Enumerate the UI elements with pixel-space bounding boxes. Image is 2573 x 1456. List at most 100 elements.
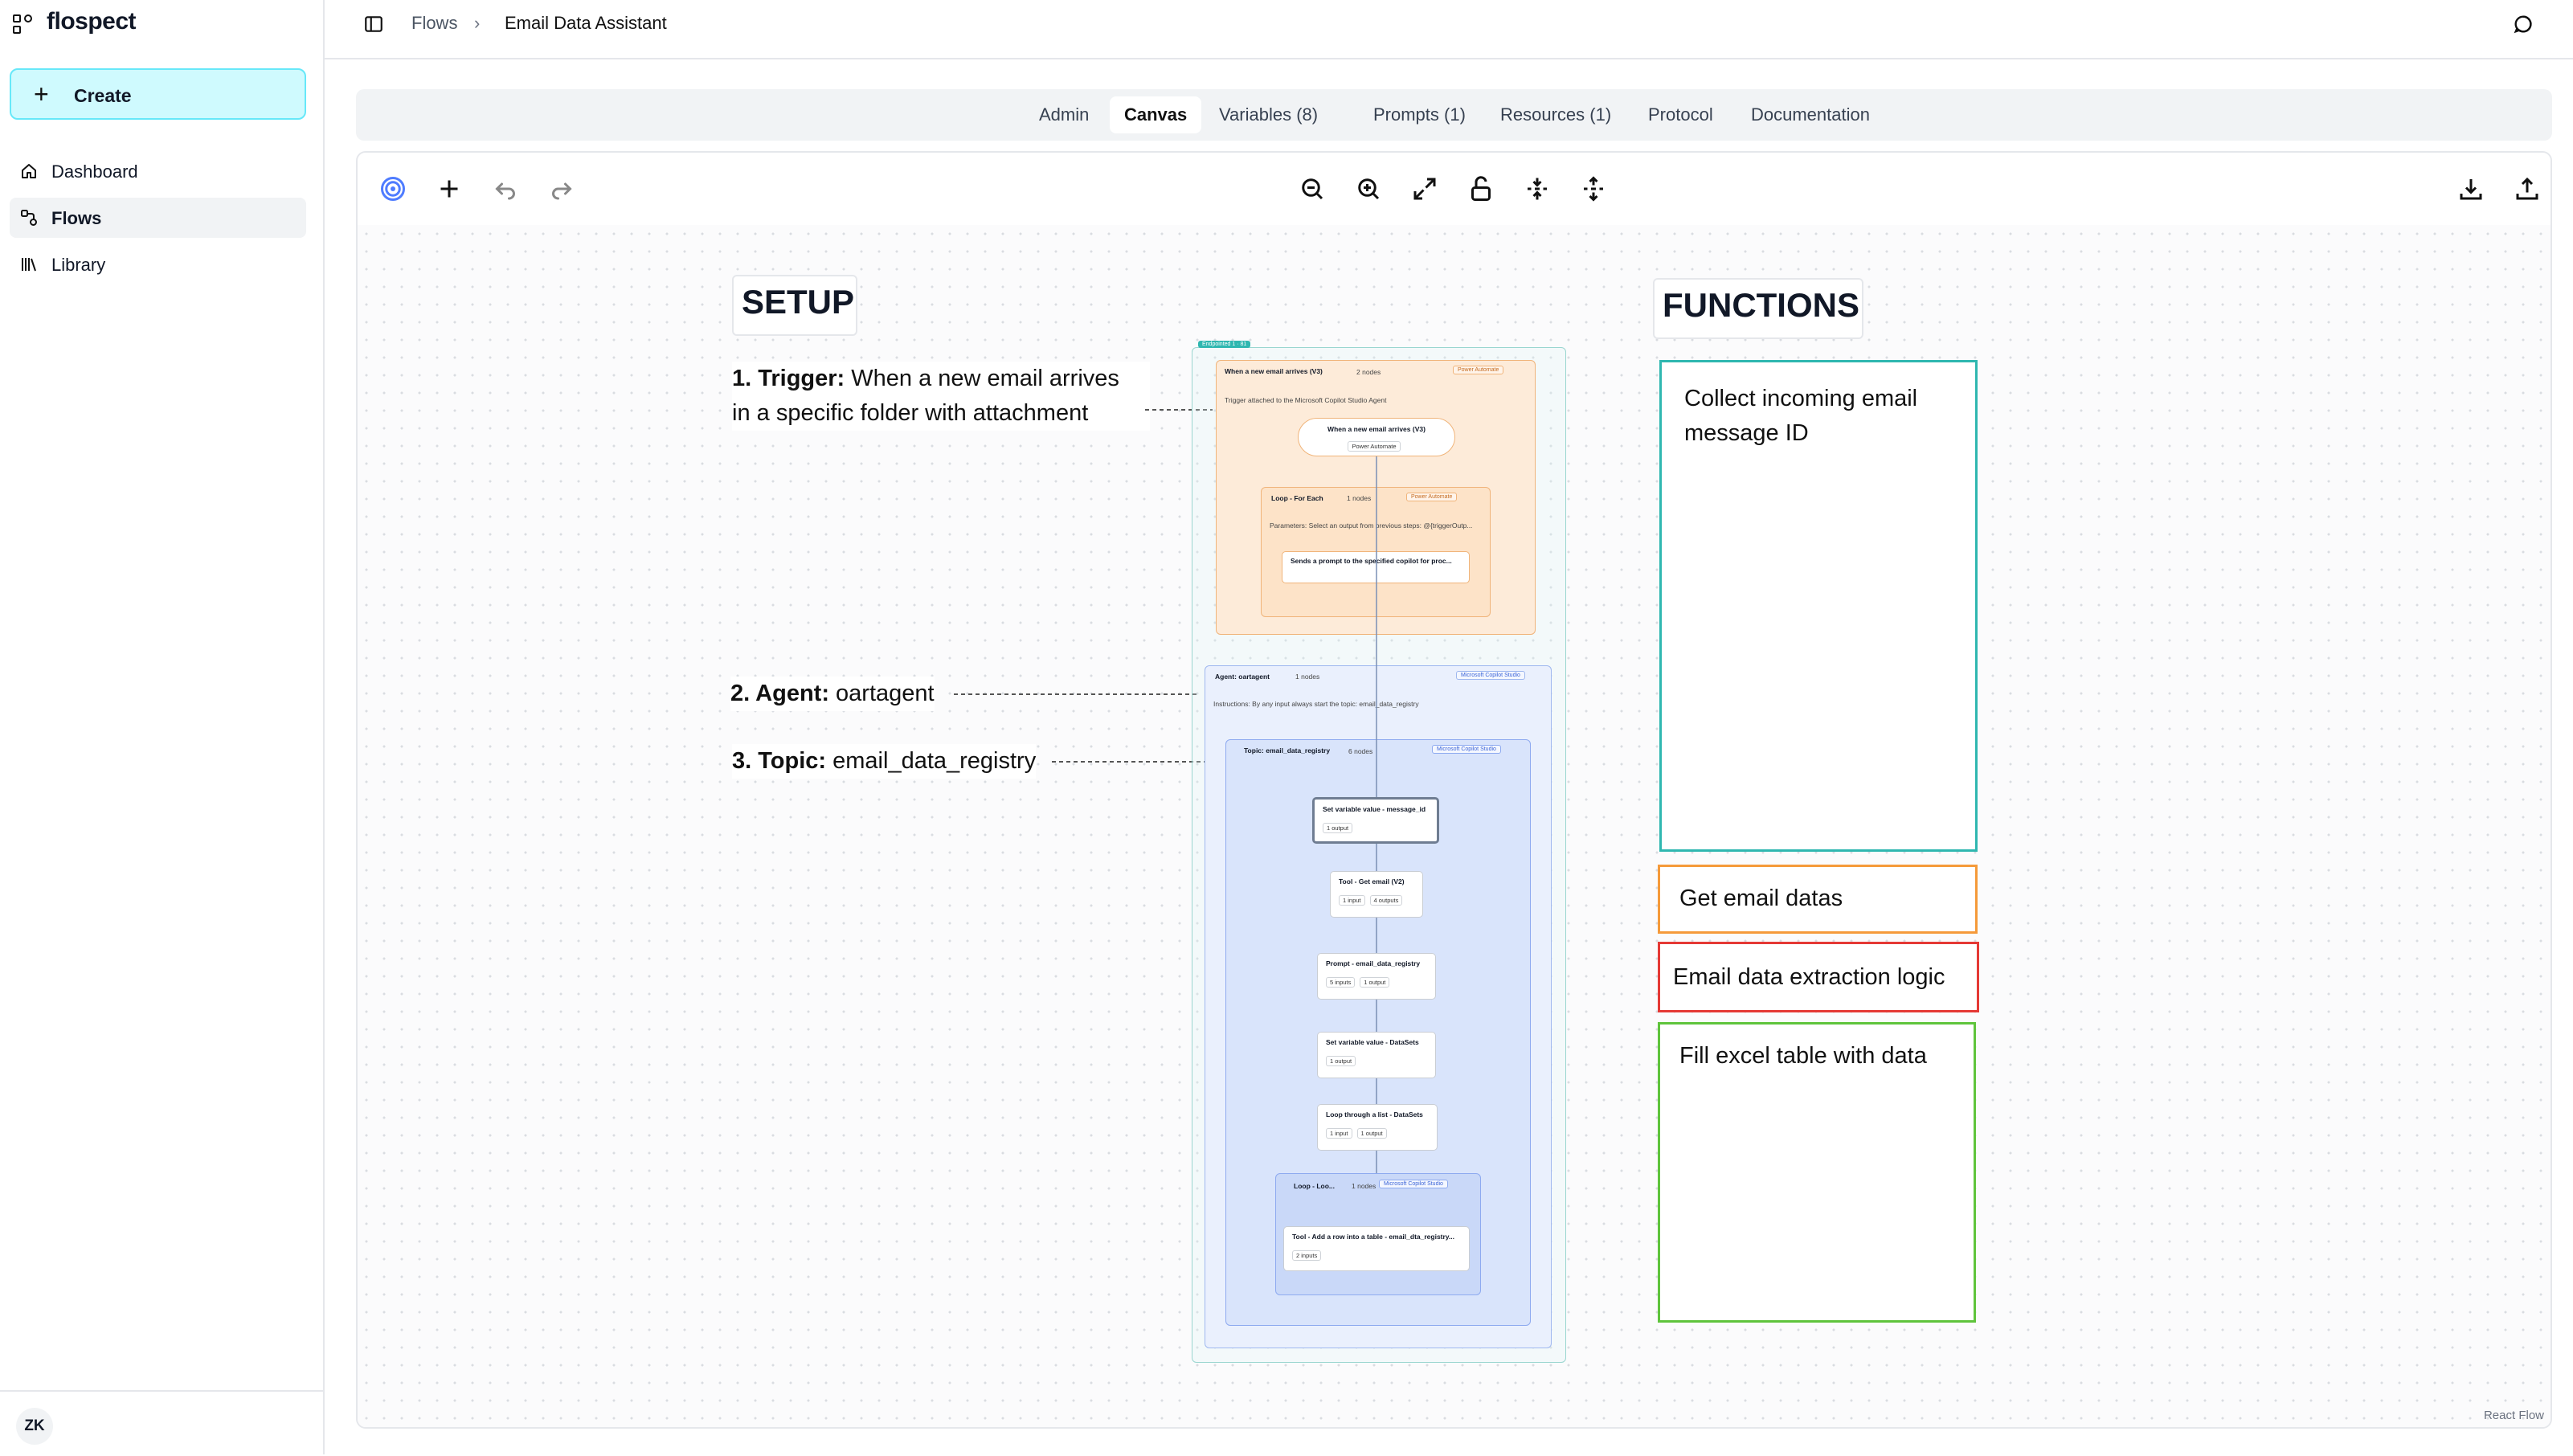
flow-node-title: Set variable value - DataSets	[1326, 1038, 1419, 1046]
sidebar-item-label: Flows	[51, 208, 102, 228]
topic-annotation[interactable]: 3. Topic: email_data_registry	[732, 744, 1037, 779]
tab-prompts[interactable]: Prompts (1)	[1373, 104, 1466, 125]
zoom-in-icon[interactable]	[1354, 174, 1383, 203]
trigger-group-tag: Power Automate	[1453, 366, 1504, 374]
sidebar-footer	[0, 1390, 323, 1456]
flow-node-pill: 1 input	[1339, 895, 1365, 906]
functions-heading[interactable]: FUNCTIONS	[1653, 278, 1863, 339]
tab-resources[interactable]: Resources (1)	[1500, 104, 1612, 125]
react-flow-attribution[interactable]: React Flow	[2483, 1409, 2544, 1422]
chat-icon[interactable]	[2512, 13, 2534, 35]
trigger-node[interactable]: When a new email arrives (V3) Power Auto…	[1298, 418, 1455, 456]
agent-group-desc: Instructions: By any input always start …	[1213, 700, 1419, 708]
sidebar-item-flows[interactable]: Flows	[10, 198, 306, 238]
topic-group-tag: Microsoft Copilot Studio	[1432, 745, 1501, 754]
flow-node-pill: 1 output	[1356, 1128, 1387, 1139]
plus-icon: +	[34, 80, 49, 108]
flow-node-add-row[interactable]: Tool - Add a row into a table - email_dt…	[1283, 1226, 1470, 1271]
library-icon	[22, 258, 36, 272]
loop-group-desc: Parameters: Select an output from previo…	[1270, 521, 1473, 530]
canvas-panel: SETUP FUNCTIONS 1. Trigger: When a new e…	[356, 151, 2552, 1429]
sidebar: flospect + Create Dashboard Flows Librar…	[0, 0, 325, 1454]
flow-node-pill: 1 output	[1323, 823, 1353, 833]
topic-value: email_data_registry	[832, 748, 1037, 774]
flow-node-title: Loop through a list - DataSets	[1326, 1110, 1423, 1119]
home-icon	[22, 164, 36, 178]
unlock-icon[interactable]	[1466, 174, 1495, 203]
add-node-icon[interactable]	[435, 174, 464, 203]
upload-icon[interactable]	[2513, 174, 2542, 203]
agent-group-count: 1 nodes	[1295, 673, 1320, 681]
loop2-group-count: 1 nodes	[1352, 1182, 1376, 1190]
agent-group-title: Agent: oartagent	[1215, 673, 1270, 681]
flow-node-title: Tool - Get email (V2)	[1339, 877, 1405, 885]
trigger-annotation[interactable]: 1. Trigger: When a new email arrives in …	[732, 362, 1150, 431]
flows-icon	[21, 210, 37, 226]
download-icon[interactable]	[2456, 174, 2485, 203]
trigger-node-title: When a new email arrives (V3)	[1327, 425, 1426, 433]
sidebar-toggle-icon[interactable]	[363, 14, 384, 35]
header-divider	[323, 58, 2573, 59]
flow-node-title: Tool - Add a row into a table - email_dt…	[1292, 1233, 1454, 1241]
function-text-line1: Email data extraction logic	[1673, 964, 1945, 990]
agent-group-tag: Microsoft Copilot Studio	[1456, 671, 1525, 680]
tab-admin[interactable]: Admin	[1039, 104, 1090, 125]
redo-icon[interactable]	[547, 174, 576, 203]
function-text-line2: message ID	[1684, 420, 1809, 446]
sidebar-item-library[interactable]: Library	[10, 244, 306, 284]
flow-node-set-message-id[interactable]: Set variable value - message_id 1 output	[1312, 797, 1439, 844]
agent-label: 2. Agent:	[730, 681, 829, 706]
breadcrumb-flows[interactable]: Flows	[411, 13, 458, 33]
canvas-toolbar	[358, 153, 2551, 227]
flow-node-title: Prompt - email_data_registry	[1326, 959, 1421, 967]
function-box-fill-excel[interactable]: Fill excel table with data	[1658, 1022, 1976, 1323]
flow-node-pill: 4 outputs	[1369, 895, 1403, 906]
loop-group-count: 1 nodes	[1347, 494, 1372, 502]
agent-annotation[interactable]: 2. Agent: oartagent	[730, 677, 935, 711]
sidebar-item-dashboard[interactable]: Dashboard	[10, 151, 306, 191]
undo-icon[interactable]	[491, 174, 520, 203]
target-icon[interactable]	[378, 174, 407, 203]
trigger-group-desc: Trigger attached to the Microsoft Copilo…	[1225, 396, 1387, 404]
expand-vertical-icon[interactable]	[1579, 174, 1608, 203]
tab-canvas[interactable]: Canvas	[1110, 96, 1202, 133]
agent-value: oartagent	[836, 681, 935, 706]
chevron-right-icon: ›	[474, 13, 481, 33]
function-box-collect[interactable]: Collect incoming email message ID	[1659, 360, 1978, 852]
breadcrumb-current: Email Data Assistant	[505, 13, 667, 33]
loop2-group-title: Loop - Loo...	[1294, 1182, 1335, 1190]
tab-variables[interactable]: Variables (8)	[1219, 104, 1319, 125]
avatar[interactable]: ZK	[16, 1408, 53, 1445]
function-text-line1: Get email datas	[1679, 885, 1843, 911]
function-box-get-email[interactable]: Get email datas	[1658, 865, 1978, 934]
flow-node-set-datasets[interactable]: Set variable value - DataSets 1 output	[1317, 1032, 1436, 1078]
function-box-extraction[interactable]: Email data extraction logic	[1658, 942, 1979, 1012]
fit-view-icon[interactable]	[1410, 174, 1439, 203]
tab-documentation[interactable]: Documentation	[1751, 104, 1870, 125]
topic-label: 3. Topic:	[732, 748, 827, 774]
flow-canvas[interactable]: SETUP FUNCTIONS 1. Trigger: When a new e…	[358, 225, 2551, 1427]
create-button-label: Create	[74, 85, 132, 106]
flow-node-get-email[interactable]: Tool - Get email (V2) 1 input 4 outputs	[1330, 871, 1423, 918]
zoom-out-icon[interactable]	[1298, 174, 1327, 203]
logo-icon	[13, 14, 34, 35]
create-button[interactable]: + Create	[10, 68, 306, 120]
trigger-text-line1: When a new email arrives	[851, 366, 1119, 391]
topic-group-title: Topic: email_data_registry	[1244, 746, 1331, 755]
tab-bar: Admin Canvas Variables (8) Prompts (1) R…	[356, 89, 2552, 141]
collapse-vertical-icon[interactable]	[1523, 174, 1552, 203]
tab-protocol[interactable]: Protocol	[1648, 104, 1713, 125]
loop-group-tag: Power Automate	[1406, 493, 1458, 501]
prompt-copilot-node[interactable]: Sends a prompt to the specified copilot …	[1282, 551, 1470, 583]
function-text-line1: Fill excel table with data	[1679, 1043, 1927, 1069]
flow-node-pill: 1 output	[1326, 1056, 1356, 1066]
flow-node-pill: 2 inputs	[1292, 1250, 1322, 1261]
topic-group-count: 6 nodes	[1348, 747, 1373, 755]
trigger-group-count: 2 nodes	[1356, 368, 1381, 376]
trigger-group-title: When a new email arrives (V3)	[1225, 367, 1323, 375]
sidebar-item-label: Library	[51, 255, 106, 275]
setup-heading[interactable]: SETUP	[732, 275, 857, 336]
endpoint-badge: Endpointed 1 · 81	[1198, 341, 1251, 348]
